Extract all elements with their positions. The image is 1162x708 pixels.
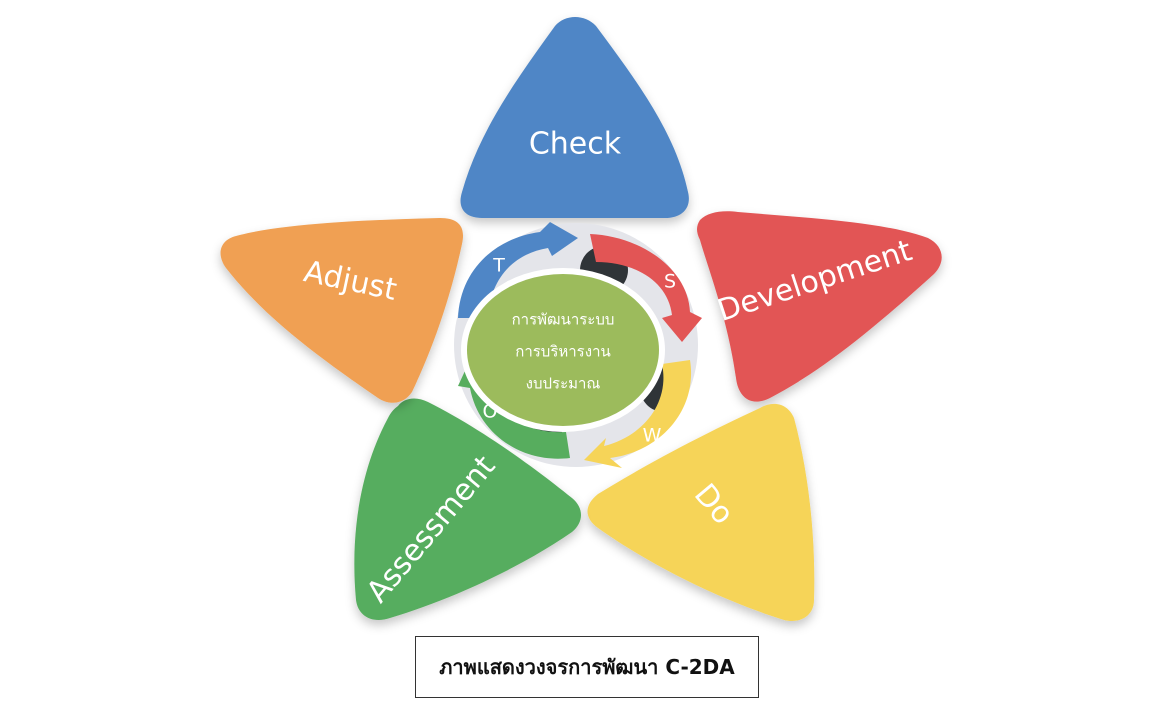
caption-box: ภาพแสดงวงจรการพัฒนา C-2DA bbox=[415, 636, 759, 698]
petal-assessment: Assessment bbox=[354, 398, 581, 620]
ring-arrow-o-shape bbox=[458, 360, 570, 459]
ring-arrow-w: W bbox=[584, 360, 692, 468]
petal-check-label: Check bbox=[529, 127, 622, 162]
center-line-2: การบริหารงาน bbox=[515, 343, 611, 361]
petal-assessment-shape bbox=[354, 398, 581, 620]
ring-letter-t: T bbox=[492, 255, 505, 277]
petal-development-shape bbox=[697, 211, 942, 402]
petal-adjust: Adjust bbox=[220, 218, 464, 403]
c2da-cycle-diagram: Check Development Do Assessment Adjust T… bbox=[220, 17, 942, 622]
inner-cycle-ring: T S W O การพัฒนาระบบ การบริหารงาน งบประม… bbox=[454, 222, 702, 468]
ring-arrow-t-shape bbox=[458, 222, 578, 318]
ring-arrow-t: T bbox=[458, 222, 578, 318]
caption-text: ภาพแสดงวงจรการพัฒนา C-2DA bbox=[439, 655, 735, 679]
center-line-3: งบประมาณ bbox=[526, 375, 601, 393]
petal-check: Check bbox=[460, 17, 689, 218]
ring-arrow-w-shape bbox=[584, 360, 692, 468]
ring-letter-s: S bbox=[664, 271, 676, 293]
ring-arrow-s: S bbox=[590, 234, 702, 342]
center-line-1: การพัฒนาระบบ bbox=[512, 311, 615, 329]
petal-do: Do bbox=[587, 403, 815, 622]
petal-development: Development bbox=[697, 211, 942, 402]
petal-do-shape bbox=[587, 403, 815, 622]
center-hub-fill bbox=[467, 274, 659, 426]
center-hub: การพัฒนาระบบ การบริหารงาน งบประมาณ bbox=[461, 268, 665, 432]
petal-check-shape bbox=[460, 17, 689, 218]
petal-adjust-shape bbox=[220, 218, 464, 403]
ring-arrow-s-shape bbox=[590, 234, 702, 342]
ring-letter-w: W bbox=[643, 425, 662, 447]
